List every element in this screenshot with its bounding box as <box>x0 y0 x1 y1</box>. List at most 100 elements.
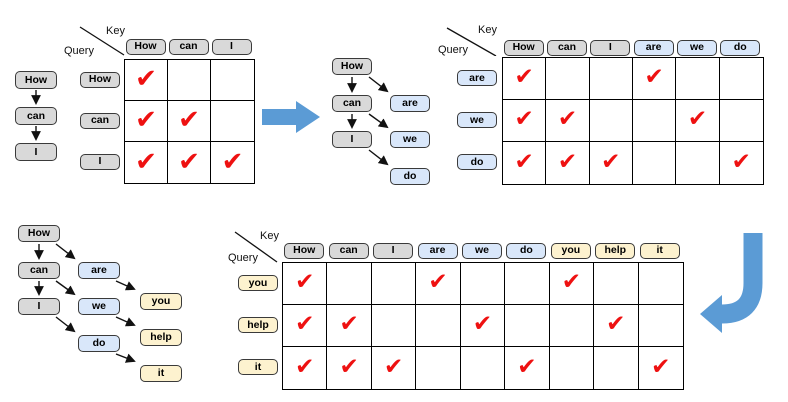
attention-matrix-2: ✔✔✔✔✔✔✔✔✔ <box>502 57 764 185</box>
query-token: do <box>457 154 497 170</box>
matrix-cell: ✔ <box>460 305 506 347</box>
key-query-corner: Key Query <box>438 24 498 56</box>
matrix-cell: ✔ <box>283 305 328 347</box>
check-icon: ✔ <box>731 148 751 175</box>
check-icon: ✔ <box>295 269 315 295</box>
matrix-cell: ✔ <box>505 347 550 389</box>
matrix-cell <box>638 263 683 305</box>
matrix-cell: ✔ <box>503 58 547 100</box>
matrix-cell <box>211 101 254 142</box>
token-it: it <box>140 365 182 382</box>
query-token: I <box>80 153 120 170</box>
query-token: we <box>457 112 497 128</box>
edge-arrow-icon <box>55 316 76 333</box>
matrix-cell: ✔ <box>416 263 461 305</box>
key-query-divider-line <box>446 27 497 56</box>
edge-arrow-icon <box>115 280 136 291</box>
check-icon: ✔ <box>295 311 315 337</box>
matrix-cell: ✔ <box>211 142 254 183</box>
token-we: we <box>390 131 430 148</box>
matrix-cell: ✔ <box>125 101 168 142</box>
token-help: help <box>140 329 182 346</box>
attention-matrix-3: ✔ ✔ ✔ ✔ ✔ ✔ ✔ ✔ ✔ ✔ ✔ ✔ <box>282 262 684 390</box>
check-icon: ✔ <box>514 64 534 90</box>
matrix-cell <box>327 263 372 305</box>
key-token: I <box>590 39 631 56</box>
matrix-cell <box>168 60 211 101</box>
check-icon: ✔ <box>601 148 621 175</box>
matrix-cell: ✔ <box>720 142 763 184</box>
query-token: it <box>238 359 278 375</box>
check-icon: ✔ <box>514 106 534 132</box>
check-icon: ✔ <box>135 105 157 135</box>
check-icon: ✔ <box>687 106 708 132</box>
token-how: How <box>18 225 60 242</box>
check-icon: ✔ <box>644 64 664 90</box>
matrix-cell <box>211 60 254 101</box>
matrix-cell: ✔ <box>168 142 211 183</box>
key-token: we <box>461 242 502 259</box>
token-are: are <box>78 262 120 279</box>
matrix-cell: ✔ <box>168 101 211 142</box>
check-icon: ✔ <box>472 311 493 337</box>
key-token: How <box>284 242 325 259</box>
key-token: can <box>546 39 587 56</box>
token-you: you <box>140 293 182 310</box>
matrix-cell <box>416 347 461 389</box>
check-icon: ✔ <box>517 353 537 380</box>
matrix-cell <box>371 263 417 305</box>
check-icon: ✔ <box>383 353 404 380</box>
check-icon: ✔ <box>561 269 581 295</box>
key-axis-label: Key <box>478 24 497 36</box>
matrix2-row-labels: are we do <box>457 57 497 183</box>
matrix-cell <box>460 263 506 305</box>
matrix-cell <box>633 142 677 184</box>
check-icon: ✔ <box>557 106 578 132</box>
check-icon: ✔ <box>339 353 359 380</box>
matrix-cell: ✔ <box>632 58 677 100</box>
matrix-cell <box>676 58 720 100</box>
matrix-cell: ✔ <box>327 305 372 347</box>
check-icon: ✔ <box>295 353 315 380</box>
query-axis-label: Query <box>228 252 258 264</box>
matrix-cell: ✔ <box>676 100 720 142</box>
matrix-cell <box>638 305 683 347</box>
tree2-edges <box>347 76 389 166</box>
matrix-cell: ✔ <box>639 347 683 389</box>
key-axis-label: Key <box>106 25 125 37</box>
check-icon: ✔ <box>557 148 578 175</box>
key-query-corner: Key Query <box>228 230 280 264</box>
query-token: are <box>457 70 497 86</box>
token-i: I <box>15 143 57 161</box>
next-step-arrow-icon <box>262 101 320 133</box>
matrix-cell <box>719 100 763 142</box>
token-how: How <box>332 58 372 75</box>
query-axis-label: Query <box>64 45 94 57</box>
check-icon: ✔ <box>135 64 157 94</box>
matrix-cell: ✔ <box>546 100 590 142</box>
check-icon: ✔ <box>135 146 157 177</box>
key-token: it <box>639 242 680 259</box>
key-token: help <box>595 242 636 259</box>
matrix-cell <box>719 58 763 100</box>
matrix-cell: ✔ <box>125 142 168 183</box>
edge-arrow-icon <box>55 280 76 296</box>
check-icon: ✔ <box>178 105 200 135</box>
matrix-cell: ✔ <box>283 263 328 305</box>
matrix-cell: ✔ <box>503 100 547 142</box>
check-icon: ✔ <box>606 311 626 337</box>
query-token: How <box>80 71 120 88</box>
matrix-cell <box>550 347 595 389</box>
key-token: I <box>373 242 414 259</box>
matrix-cell <box>589 100 633 142</box>
key-token: How <box>125 38 166 55</box>
key-query-divider-line <box>234 231 278 263</box>
check-icon: ✔ <box>428 269 448 295</box>
token-i: I <box>18 298 60 315</box>
edge-arrow-icon <box>115 316 136 327</box>
key-axis-label: Key <box>260 230 279 242</box>
